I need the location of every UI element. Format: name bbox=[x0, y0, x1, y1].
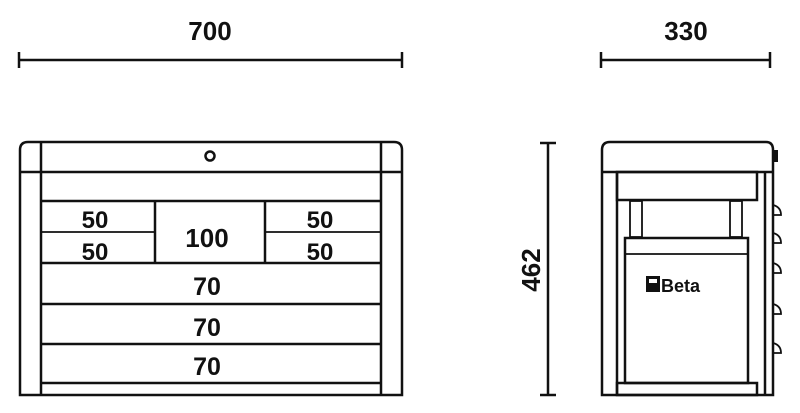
front-view: 50 50 100 50 50 70 70 70 bbox=[18, 140, 404, 397]
drawer-row-1: 70 bbox=[193, 273, 221, 301]
logo-text: Beta bbox=[661, 276, 701, 296]
drawer-center: 100 bbox=[185, 223, 228, 253]
drawer-row-3: 70 bbox=[193, 353, 221, 381]
drawer-left-bottom: 50 bbox=[82, 239, 109, 266]
drawer-right-bottom: 50 bbox=[307, 239, 334, 266]
width-dimension: 700 bbox=[17, 16, 404, 68]
side-handles bbox=[772, 204, 782, 354]
height-dimension: 462 bbox=[516, 141, 556, 397]
drawer-row-2: 70 bbox=[193, 314, 221, 342]
width-label: 700 bbox=[188, 16, 231, 46]
side-view: Beta bbox=[600, 140, 782, 397]
beta-logo: Beta bbox=[646, 276, 701, 296]
depth-dimension: 330 bbox=[599, 16, 772, 68]
lock-icon bbox=[204, 150, 216, 162]
height-label: 462 bbox=[516, 248, 546, 291]
drawer-left-top: 50 bbox=[82, 207, 109, 234]
drawer-right-top: 50 bbox=[307, 207, 334, 234]
depth-label: 330 bbox=[664, 16, 707, 46]
